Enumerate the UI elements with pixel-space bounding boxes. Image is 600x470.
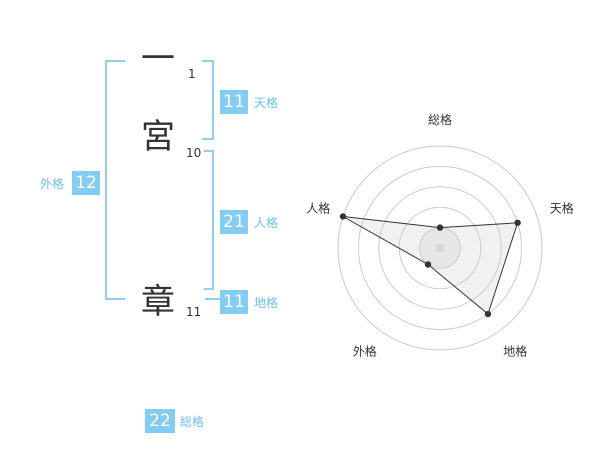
soukaku-label: 総格 [180, 415, 205, 429]
radar-axis-label-1: 総格 [428, 112, 452, 127]
chikaku-badge: 11 [220, 290, 248, 314]
gaikaku-bracket [105, 60, 125, 300]
jinkaku-bracket [204, 150, 214, 290]
stroke-count-3: 11 [186, 305, 202, 319]
radar-axis-label-2: 天格 [550, 200, 574, 215]
radar-ring-3 [378, 186, 502, 310]
gaikaku-badge: 12 [72, 171, 100, 195]
radar-axis-label-3: 地格 [503, 344, 527, 359]
chikaku-connector [205, 298, 220, 300]
radar-axis-label-4: 外格 [353, 344, 377, 359]
stroke-count-2: 10 [186, 146, 202, 160]
radar-grid [337, 145, 543, 351]
chikaku-label: 地格 [254, 296, 279, 310]
tenkaku-bracket [202, 60, 214, 140]
radar-center-dot [436, 244, 444, 252]
jinkaku-label: 人格 [254, 216, 279, 230]
radar-point-2 [514, 219, 521, 226]
radar-axis-label-5: 人格 [306, 200, 330, 215]
radar-point-5 [339, 213, 347, 220]
radar-point-3 [484, 310, 492, 318]
radar-point-1 [436, 224, 444, 231]
stroke-count-1: 1 [188, 67, 196, 81]
radar-point-4 [424, 261, 432, 268]
tenkaku-label: 天格 [254, 96, 279, 110]
radar-ring-5 [337, 145, 543, 351]
soukaku-badge: 22 [145, 409, 175, 433]
tenkaku-badge: 11 [220, 90, 248, 114]
name-char-3: 章 [141, 282, 175, 322]
gaikaku-label: 外格 [40, 177, 65, 191]
name-char-1: 一 [141, 39, 175, 79]
jinkaku-badge: 21 [220, 210, 248, 234]
name-char-2: 宮 [141, 117, 175, 157]
radar-ring-4 [357, 165, 523, 331]
radar-points-group [339, 213, 521, 318]
